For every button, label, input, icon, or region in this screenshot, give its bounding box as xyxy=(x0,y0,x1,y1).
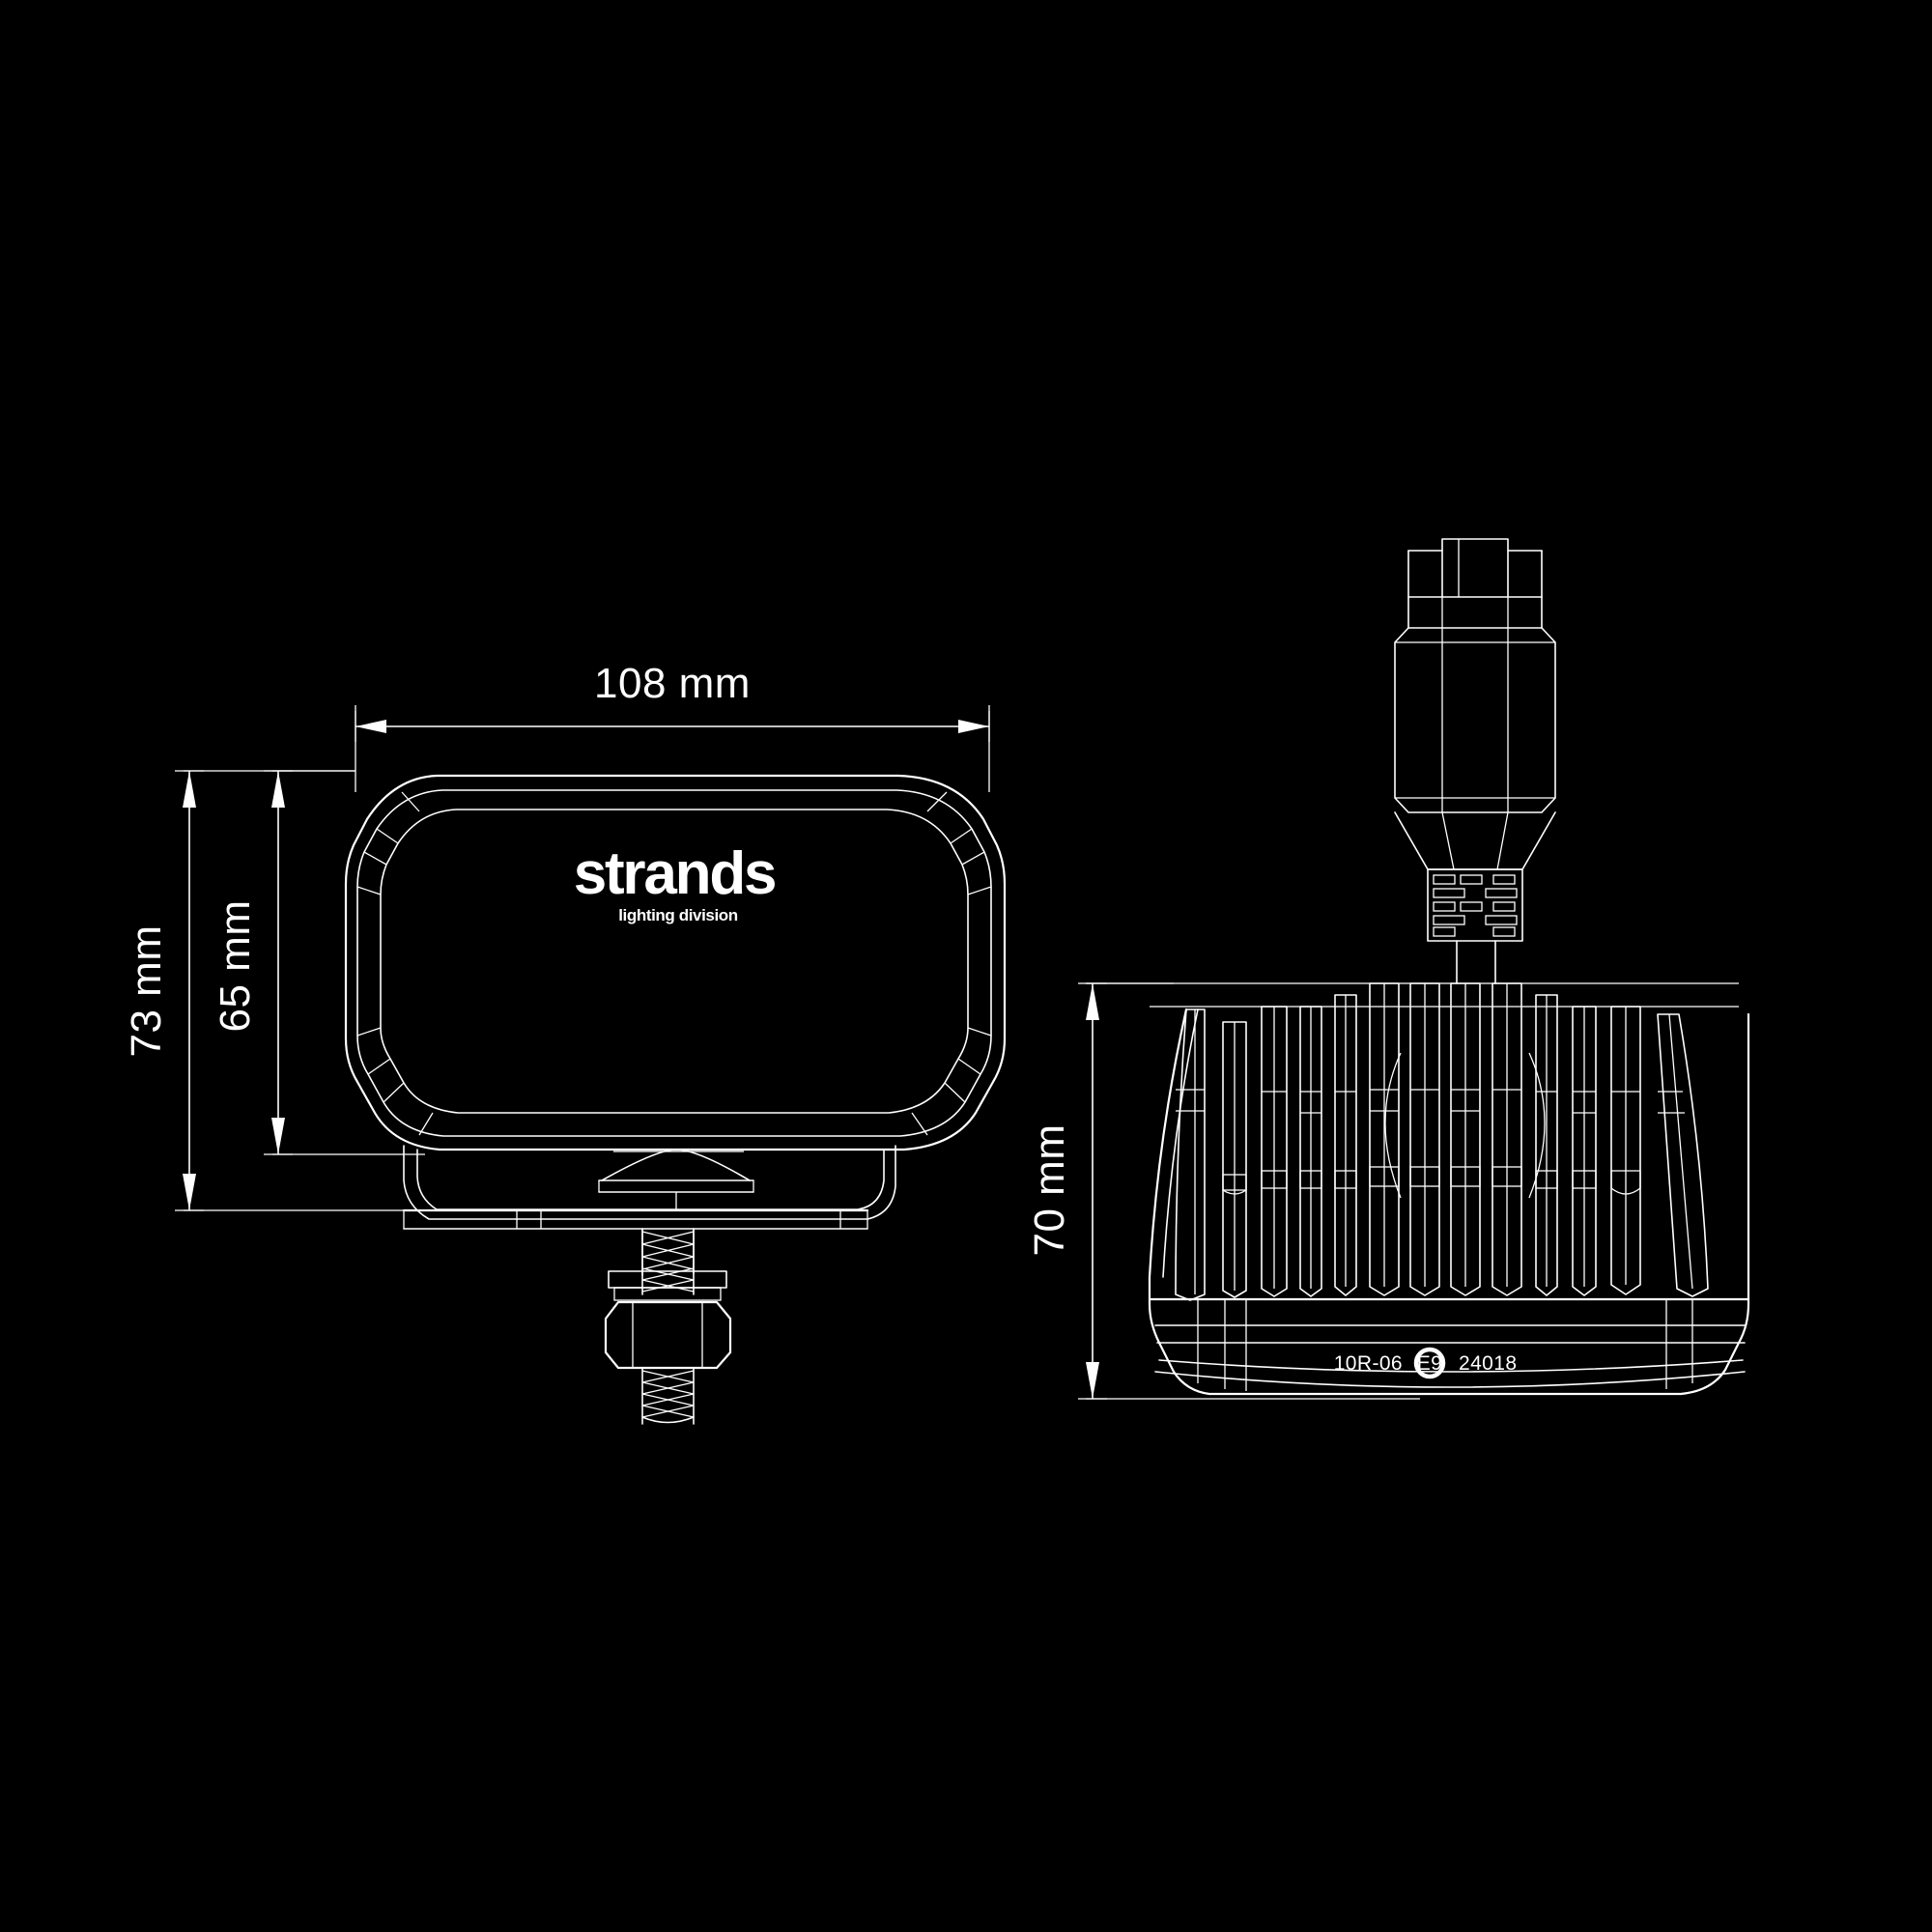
approval-marking-number: 24018 xyxy=(1459,1352,1517,1375)
front-mounting-bracket xyxy=(402,1145,896,1230)
dimension-label-depth: 70 mm xyxy=(1026,1124,1073,1257)
brand-logo-tagline: lighting division xyxy=(618,906,738,924)
dimension-height-73: 73 mm xyxy=(123,770,204,1211)
front-view-witness-lines xyxy=(184,705,990,1211)
dimension-label-width: 108 mm xyxy=(594,660,751,707)
dimension-width-108: 108 mm xyxy=(355,660,990,742)
strain-relief-ridges xyxy=(1433,874,1518,937)
brand-logo: strands lighting division xyxy=(574,840,778,924)
e-mark-label: E9 xyxy=(1417,1352,1443,1375)
heat-sink-fins xyxy=(1175,982,1709,1301)
e-mark-icon: E9 xyxy=(1413,1347,1446,1379)
front-housing-outer xyxy=(344,774,1007,1151)
dimension-height-65: 65 mm xyxy=(212,770,293,1155)
front-view-group: 108 mm 73 mm 65 mm xyxy=(123,660,1007,1425)
dimension-label-height-lens: 65 mm xyxy=(212,900,259,1033)
brand-logo-name: strands xyxy=(574,840,776,907)
side-housing-body: 10R-06 E9 24018 xyxy=(1086,982,1750,1396)
mounting-bolt xyxy=(604,1228,732,1425)
dimension-label-height-overall: 73 mm xyxy=(123,925,170,1058)
approval-marking-regulation: 10R-06 xyxy=(1334,1352,1403,1375)
cable-connector xyxy=(1394,538,1556,984)
side-view-group: 70 mm xyxy=(1026,538,1750,1400)
